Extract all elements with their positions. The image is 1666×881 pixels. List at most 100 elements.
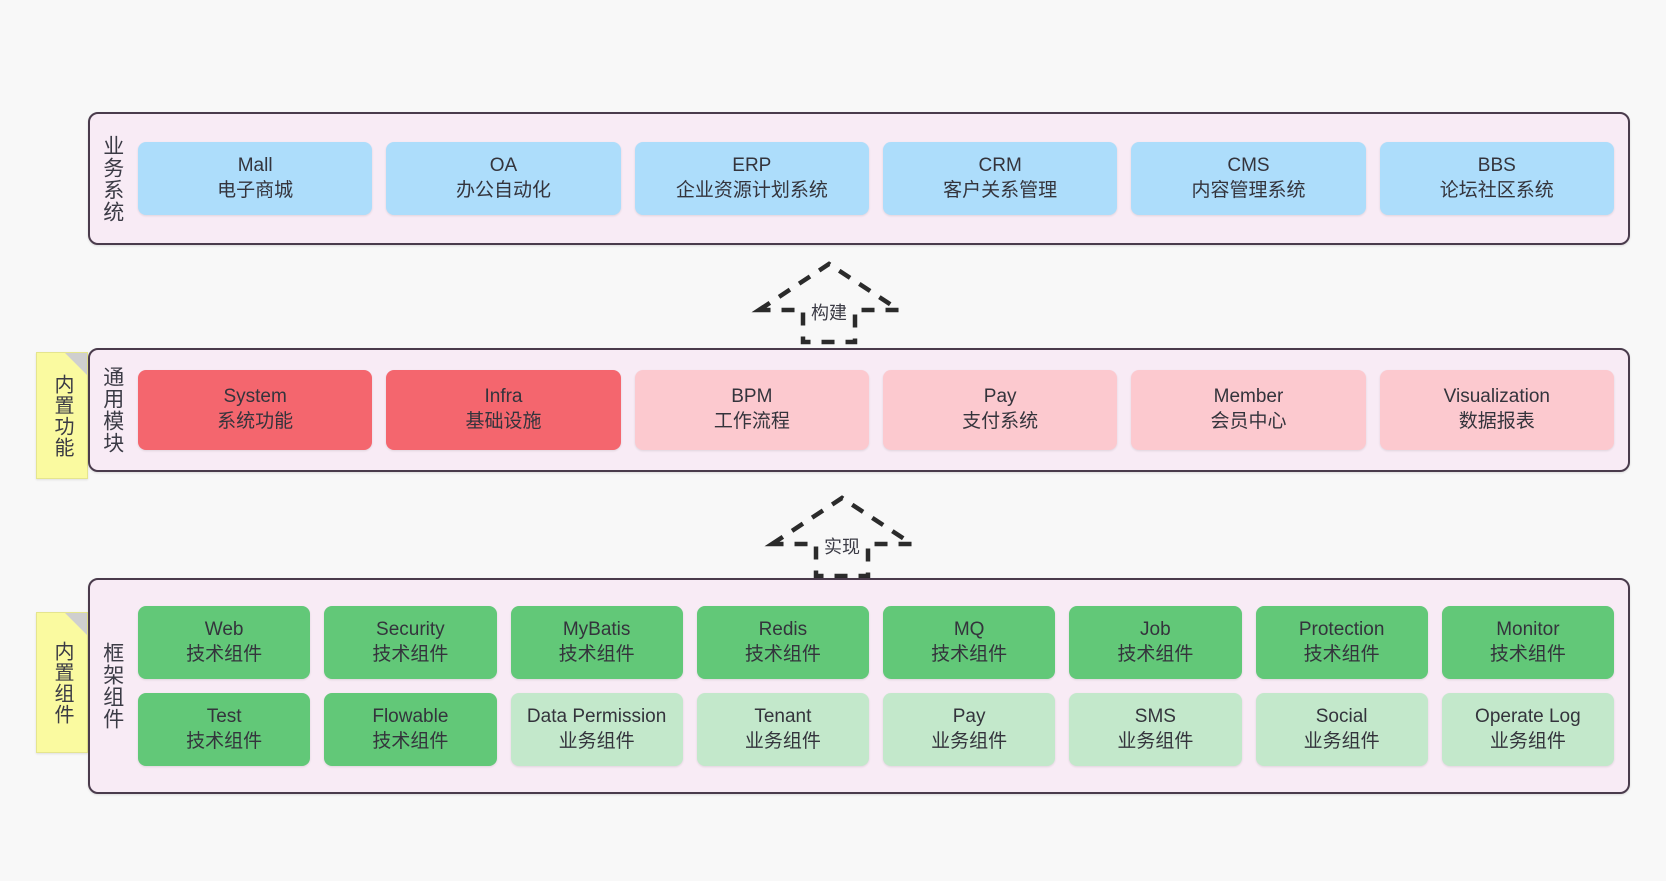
module-card-mybatis[interactable]: MyBatis 技术组件: [510, 606, 683, 679]
layer-row: System 系统功能 Infra 基础设施 BPM 工作流程 Pay 支付系统…: [138, 370, 1614, 450]
module-card-tenant[interactable]: Tenant 业务组件: [696, 693, 869, 766]
card-subtitle: 客户关系管理: [943, 179, 1058, 201]
layer-row: Web 技术组件 Security 技术组件 MyBatis 技术组件 Redi…: [138, 606, 1614, 679]
card-subtitle: 业务组件: [1303, 730, 1380, 752]
module-card-flowable[interactable]: Flowable 技术组件: [324, 693, 497, 766]
layer-body-framework-component: Web 技术组件 Security 技术组件 MyBatis 技术组件 Redi…: [134, 580, 1628, 792]
card-title: Redis: [758, 618, 808, 640]
module-card-mq[interactable]: MQ 技术组件: [883, 606, 1056, 679]
card-subtitle: 技术组件: [931, 643, 1008, 665]
module-card-test[interactable]: Test 技术组件: [138, 693, 311, 766]
module-card-mall[interactable]: Mall 电子商城: [138, 142, 373, 215]
layer-common-module: 通用模块 System 系统功能 Infra 基础设施 BPM 工作流程 Pay…: [88, 348, 1630, 472]
card-title: Web: [204, 618, 244, 640]
module-card-social[interactable]: Social 业务组件: [1255, 693, 1428, 766]
module-card-infra[interactable]: Infra 基础设施: [386, 370, 621, 450]
card-title: MyBatis: [562, 618, 631, 640]
card-title: Social: [1315, 705, 1368, 727]
module-card-redis[interactable]: Redis 技术组件: [696, 606, 869, 679]
sticky-note-label: 内置组件: [51, 640, 73, 725]
module-card-cms[interactable]: CMS 内容管理系统: [1131, 142, 1366, 215]
layer-body-common-module: System 系统功能 Infra 基础设施 BPM 工作流程 Pay 支付系统…: [134, 350, 1628, 470]
module-card-oa[interactable]: OA 办公自动化: [386, 142, 621, 215]
card-title: Operate Log: [1475, 705, 1581, 727]
card-subtitle: 业务组件: [1117, 730, 1194, 752]
card-subtitle: 会员中心: [1210, 411, 1287, 432]
sticky-note-label: 内置功能: [51, 373, 73, 458]
card-title: OA: [489, 154, 518, 176]
card-subtitle: 支付系统: [962, 411, 1039, 432]
module-card-crm[interactable]: CRM 客户关系管理: [882, 142, 1118, 215]
folded-corner-icon: [65, 613, 87, 635]
card-title: Pay: [983, 386, 1017, 408]
card-subtitle: 技术组件: [744, 643, 821, 665]
layer-title-business-system: 业务系统: [100, 134, 124, 223]
module-card-data-permission[interactable]: Data Permission 业务组件: [510, 693, 683, 766]
module-card-system[interactable]: System 系统功能: [138, 370, 373, 450]
card-subtitle: 业务组件: [558, 730, 635, 752]
card-title: MQ: [953, 618, 985, 640]
card-title: ERP: [732, 154, 772, 176]
card-title: Flowable: [372, 705, 449, 727]
module-card-bbs[interactable]: BBS 论坛社区系统: [1379, 142, 1614, 215]
module-card-pay-business[interactable]: Pay 业务组件: [883, 693, 1056, 766]
card-title: Protection: [1298, 618, 1385, 640]
module-card-operate-log[interactable]: Operate Log 业务组件: [1441, 693, 1614, 766]
card-title: BPM: [731, 386, 773, 408]
card-title: Test: [206, 705, 242, 727]
card-subtitle: 技术组件: [558, 643, 635, 665]
module-card-sms[interactable]: SMS 业务组件: [1069, 693, 1242, 766]
dashed-hollow-arrow-up-icon: [764, 495, 920, 579]
card-subtitle: 技术组件: [186, 730, 263, 752]
card-title: CMS: [1227, 154, 1270, 176]
card-subtitle: 业务组件: [931, 730, 1008, 752]
module-card-web[interactable]: Web 技术组件: [138, 606, 311, 679]
card-title: Job: [1140, 618, 1171, 640]
module-card-monitor[interactable]: Monitor 技术组件: [1441, 606, 1614, 679]
card-title: Security: [376, 618, 445, 640]
layer-business-system: 业务系统 Mall 电子商城 OA 办公自动化 ERP 企业资源计划系统 CRM…: [88, 112, 1630, 245]
card-title: Member: [1213, 386, 1284, 408]
module-card-security[interactable]: Security 技术组件: [324, 606, 497, 679]
card-subtitle: 内容管理系统: [1191, 179, 1306, 201]
card-subtitle: 技术组件: [1117, 643, 1194, 665]
card-subtitle: 基础设施: [465, 411, 542, 432]
card-title: Data Permission: [526, 705, 667, 727]
module-card-member[interactable]: Member 会员中心: [1131, 370, 1366, 450]
card-subtitle: 技术组件: [1489, 643, 1566, 665]
layer-body-business-system: Mall 电子商城 OA 办公自动化 ERP 企业资源计划系统 CRM 客户关系…: [134, 114, 1628, 243]
module-card-bpm[interactable]: BPM 工作流程: [634, 370, 869, 450]
layer-row: Test 技术组件 Flowable 技术组件 Data Permission …: [138, 693, 1614, 766]
layer-framework-component: 框架组件 Web 技术组件 Security 技术组件 MyBatis 技术组件…: [88, 578, 1630, 794]
card-title: Tenant: [754, 705, 812, 727]
sticky-note-builtin-component: 内置组件: [36, 612, 88, 753]
card-subtitle: 论坛社区系统: [1439, 179, 1554, 201]
layer-title-common-module: 通用模块: [100, 366, 124, 454]
connector-implement: 实现: [764, 492, 920, 580]
sticky-note-builtin-feature: 内置功能: [36, 352, 88, 479]
module-card-visualization[interactable]: Visualization 数据报表: [1379, 370, 1614, 450]
card-subtitle: 技术组件: [1303, 643, 1380, 665]
card-subtitle: 业务组件: [744, 730, 821, 752]
card-title: Mall: [237, 154, 273, 176]
card-subtitle: 电子商城: [217, 179, 294, 201]
folded-corner-icon: [65, 353, 87, 375]
module-card-pay[interactable]: Pay 支付系统: [882, 370, 1118, 450]
card-subtitle: 业务组件: [1489, 730, 1566, 752]
card-title: Pay: [952, 705, 986, 727]
connector-build: 构建: [751, 258, 907, 346]
card-subtitle: 技术组件: [372, 643, 449, 665]
card-title: BBS: [1477, 154, 1516, 176]
card-title: Visualization: [1443, 386, 1550, 408]
card-title: CRM: [978, 154, 1022, 176]
card-title: System: [223, 386, 287, 408]
card-title: SMS: [1134, 705, 1176, 727]
module-card-protection[interactable]: Protection 技术组件: [1255, 606, 1428, 679]
module-card-job[interactable]: Job 技术组件: [1069, 606, 1242, 679]
card-subtitle: 技术组件: [372, 730, 449, 752]
card-subtitle: 企业资源计划系统: [675, 179, 828, 201]
card-subtitle: 工作流程: [713, 411, 790, 432]
card-subtitle: 数据报表: [1458, 411, 1535, 432]
module-card-erp[interactable]: ERP 企业资源计划系统: [634, 142, 869, 215]
